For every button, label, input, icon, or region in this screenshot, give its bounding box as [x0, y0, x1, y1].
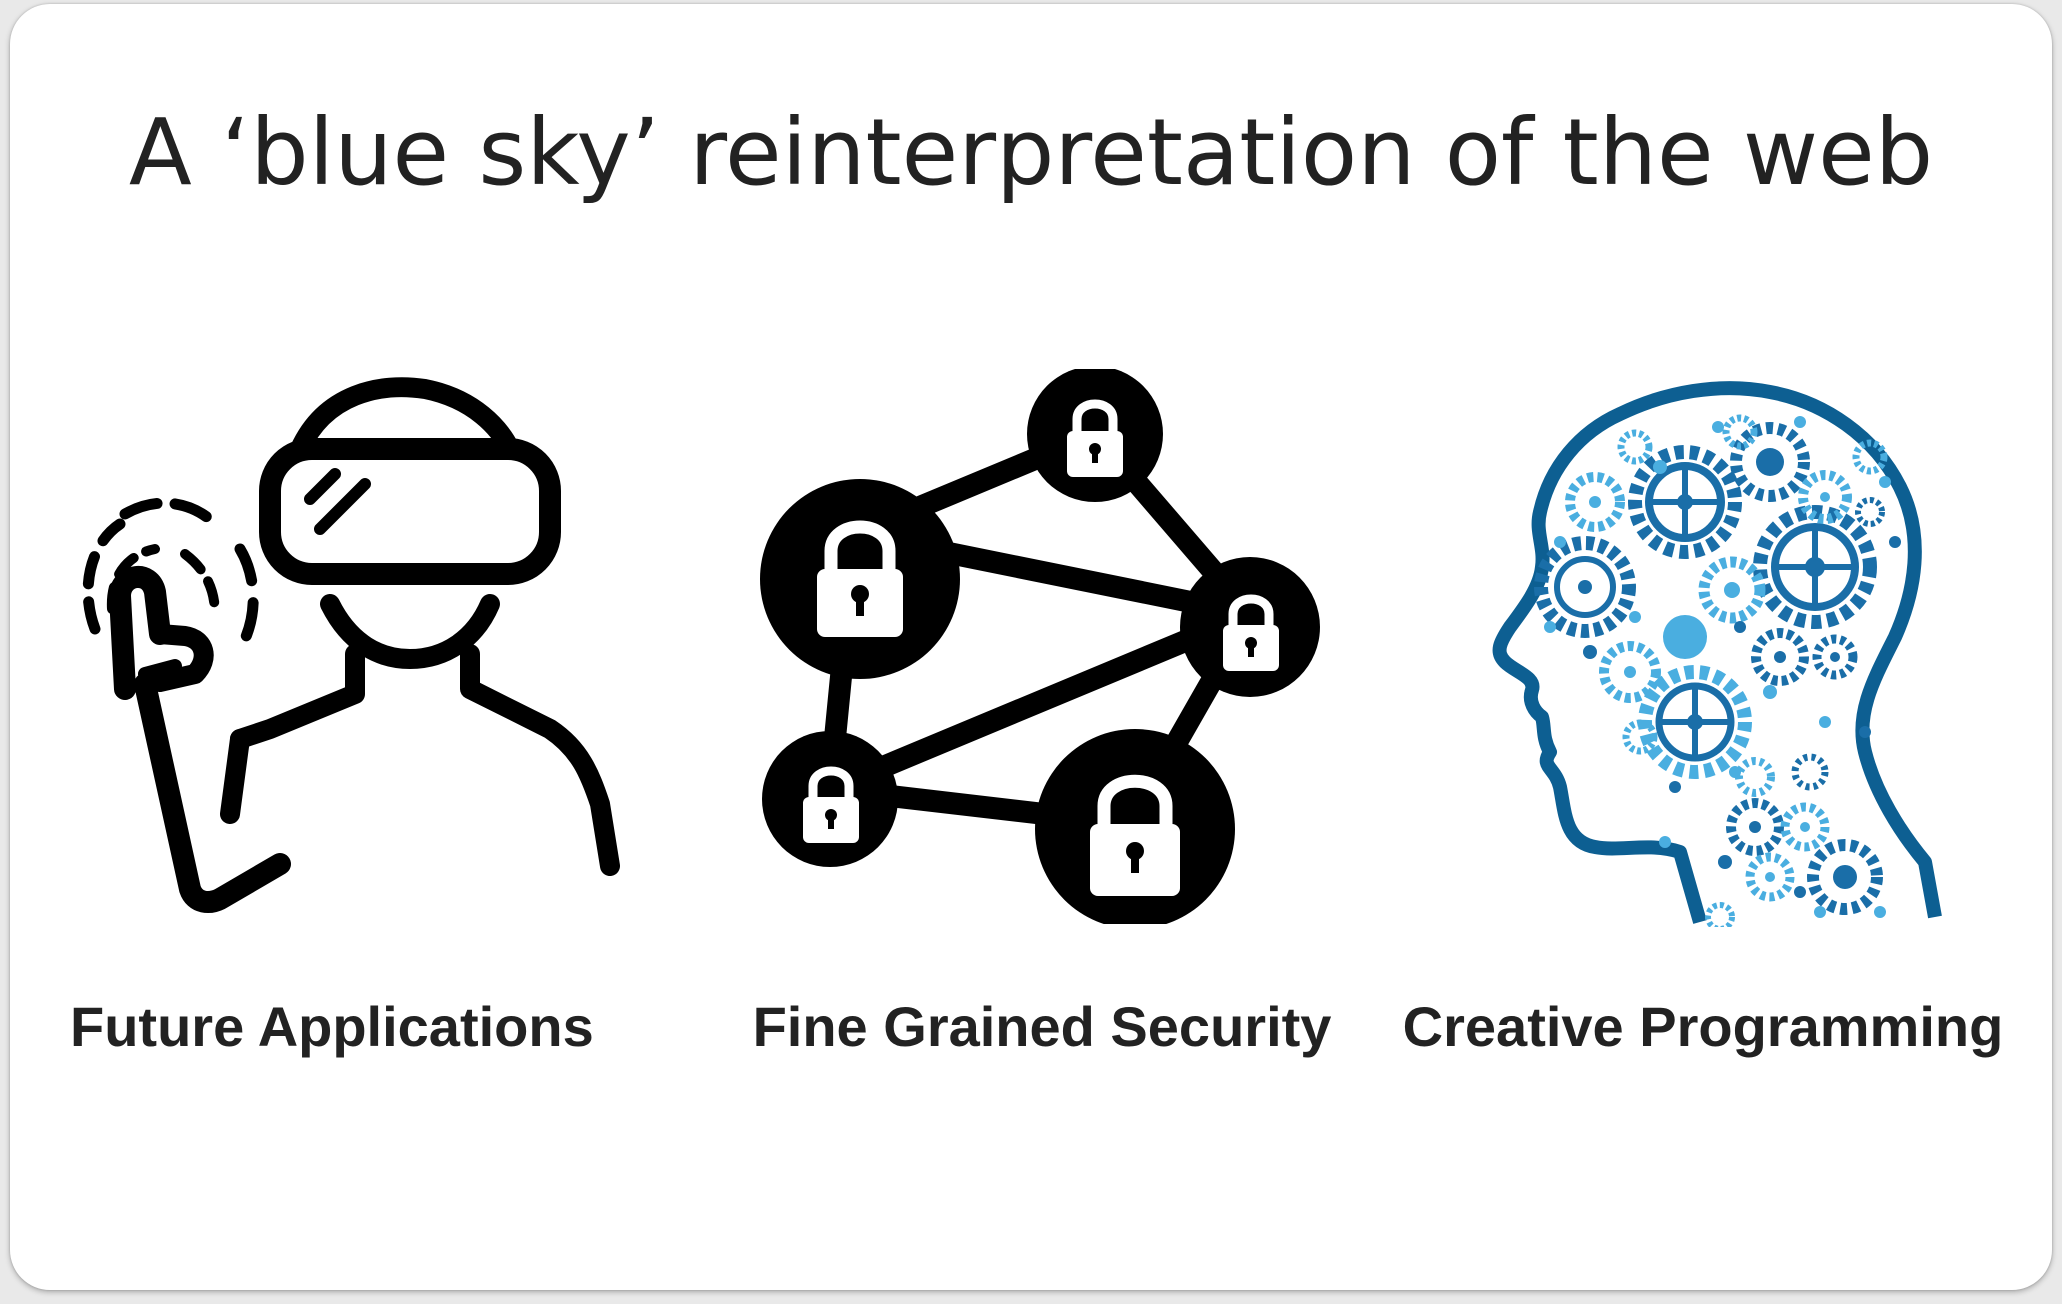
locked-network-icon — [760, 369, 1320, 924]
slide-card: A ‘blue sky’ reinterpretation of the web — [10, 4, 2052, 1290]
label-future-applications: Future Applications — [70, 995, 594, 1058]
gear-brain-head-icon — [1492, 381, 1942, 927]
label-creative-programming: Creative Programming — [1402, 995, 2004, 1058]
vr-headset-person-icon — [82, 377, 620, 913]
slide-title: A ‘blue sky’ reinterpretation of the web — [128, 99, 1934, 206]
label-fine-grained-security: Fine Grained Security — [752, 995, 1332, 1058]
